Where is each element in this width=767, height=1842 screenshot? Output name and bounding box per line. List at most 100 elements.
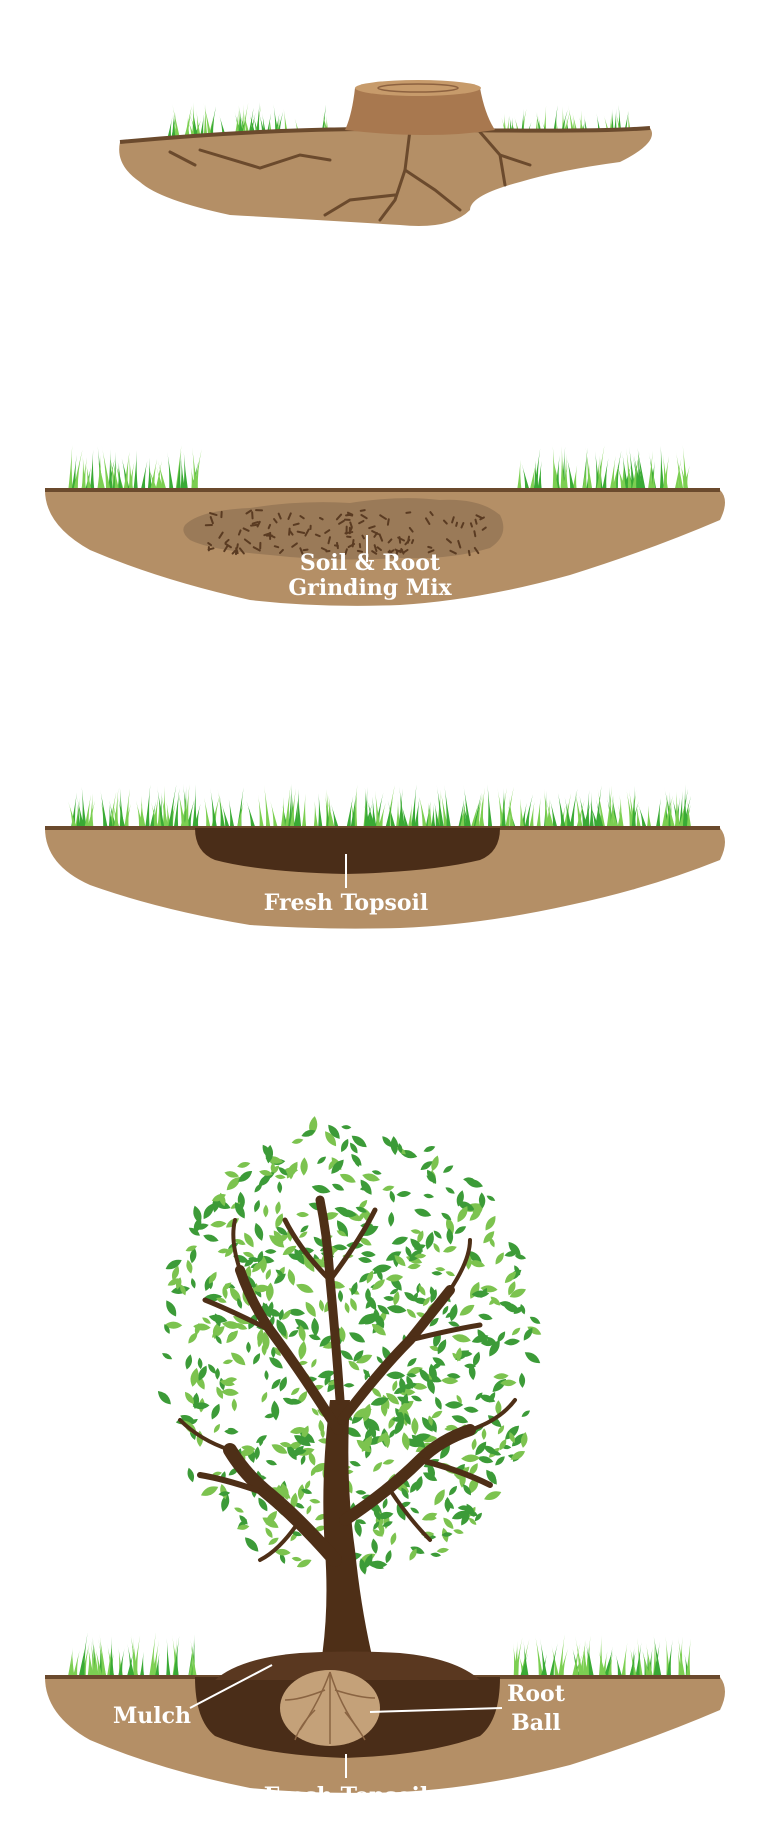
- grass-blade: [665, 1636, 671, 1677]
- leaf: [426, 1175, 436, 1183]
- grass-blade: [130, 1632, 138, 1677]
- grass-blade: [219, 796, 225, 828]
- grass-blade: [590, 804, 599, 828]
- leaf: [410, 1546, 425, 1554]
- grass-blade: [257, 794, 264, 828]
- grass-blade: [566, 456, 575, 490]
- grass-blade: [97, 456, 106, 490]
- leaf: [420, 1161, 433, 1170]
- leaf: [431, 1155, 439, 1172]
- wood-chip: [445, 538, 452, 544]
- leaf: [422, 1416, 433, 1432]
- leaf: [366, 1270, 374, 1284]
- leaf: [341, 1138, 349, 1153]
- leaf: [409, 1548, 417, 1561]
- wood-chip: [320, 547, 328, 552]
- grass-blade: [633, 452, 642, 490]
- grass-blade: [100, 789, 108, 828]
- leaf: [495, 1400, 502, 1416]
- leaf: [398, 1400, 414, 1413]
- grass-blade: [72, 1650, 80, 1677]
- leaf: [230, 1352, 246, 1366]
- grass-blade: [621, 1642, 628, 1677]
- grass-blade: [609, 455, 616, 490]
- grass-blade: [440, 790, 449, 828]
- grass-blade: [434, 802, 441, 828]
- leaf: [263, 1204, 269, 1218]
- leaf: [477, 1329, 488, 1345]
- wood-chip: [467, 549, 471, 557]
- grass-blade: [636, 804, 641, 828]
- grass-blade: [662, 456, 670, 490]
- leaf: [311, 1463, 329, 1473]
- wood-chip: [473, 546, 480, 555]
- leaf: [343, 1383, 355, 1388]
- leaf: [430, 1552, 442, 1558]
- grass-blade: [263, 784, 271, 828]
- leaf: [231, 1398, 237, 1412]
- leaf: [443, 1165, 454, 1173]
- leaf: [288, 1330, 299, 1337]
- leaf: [280, 1482, 289, 1501]
- grass-blade: [602, 458, 609, 490]
- leaf: [296, 1559, 312, 1568]
- leaf: [188, 1332, 198, 1344]
- wood-chip: [289, 530, 294, 536]
- wood-chip: [268, 534, 276, 539]
- leaf: [203, 1203, 214, 1220]
- leaf: [306, 1505, 312, 1515]
- leaf: [359, 1186, 371, 1191]
- leaf: [471, 1290, 490, 1298]
- grinding-illustration: Soil & Root Grinding Mix: [45, 445, 725, 606]
- leaf: [291, 1556, 302, 1562]
- wood-chip: [273, 518, 278, 524]
- leaf: [444, 1401, 464, 1409]
- leaf: [215, 1335, 222, 1345]
- grass-blade: [101, 445, 111, 490]
- leaf: [431, 1271, 443, 1276]
- leaf: [265, 1510, 277, 1525]
- grass-blade: [597, 787, 606, 828]
- leaf: [200, 1486, 219, 1496]
- leaf: [386, 1371, 406, 1380]
- grass-blade: [595, 451, 601, 490]
- grass-blade: [551, 1644, 560, 1677]
- leaf: [406, 1308, 416, 1318]
- leaf: [290, 1492, 298, 1510]
- grass-left: [67, 1632, 197, 1677]
- leaf: [226, 1330, 239, 1344]
- grass-blade: [398, 788, 403, 828]
- grass-blade: [139, 795, 144, 828]
- leaf: [186, 1259, 193, 1274]
- grass-blade: [595, 798, 604, 828]
- leaf: [261, 1391, 268, 1403]
- grass-blade: [221, 803, 230, 828]
- leaf: [508, 1241, 521, 1257]
- leaf: [428, 1415, 433, 1427]
- leaf: [414, 1208, 432, 1217]
- grass-blade: [583, 1640, 588, 1677]
- topsoil-illustration: Fresh Topsoil: [45, 783, 725, 929]
- wood-chip: [327, 536, 331, 545]
- leaf: [237, 1161, 251, 1168]
- leaf: [382, 1498, 388, 1509]
- leaf: [356, 1354, 373, 1364]
- grass-blade: [385, 799, 393, 828]
- wood-chip: [378, 533, 384, 542]
- leaf: [259, 1169, 273, 1176]
- leaf: [289, 1168, 294, 1180]
- leaf: [423, 1297, 430, 1307]
- leaf: [433, 1230, 442, 1239]
- leaf: [411, 1433, 431, 1442]
- leaf: [185, 1354, 193, 1370]
- grass-blade: [372, 796, 377, 828]
- leaf: [524, 1352, 541, 1364]
- leaf: [461, 1454, 481, 1463]
- grass-blade: [543, 789, 550, 828]
- grass-blade: [90, 1639, 97, 1677]
- leaf: [396, 1191, 412, 1197]
- leaf: [274, 1174, 286, 1180]
- leaf: [519, 1372, 526, 1388]
- leaf: [495, 1252, 504, 1265]
- grass-blade: [108, 804, 114, 828]
